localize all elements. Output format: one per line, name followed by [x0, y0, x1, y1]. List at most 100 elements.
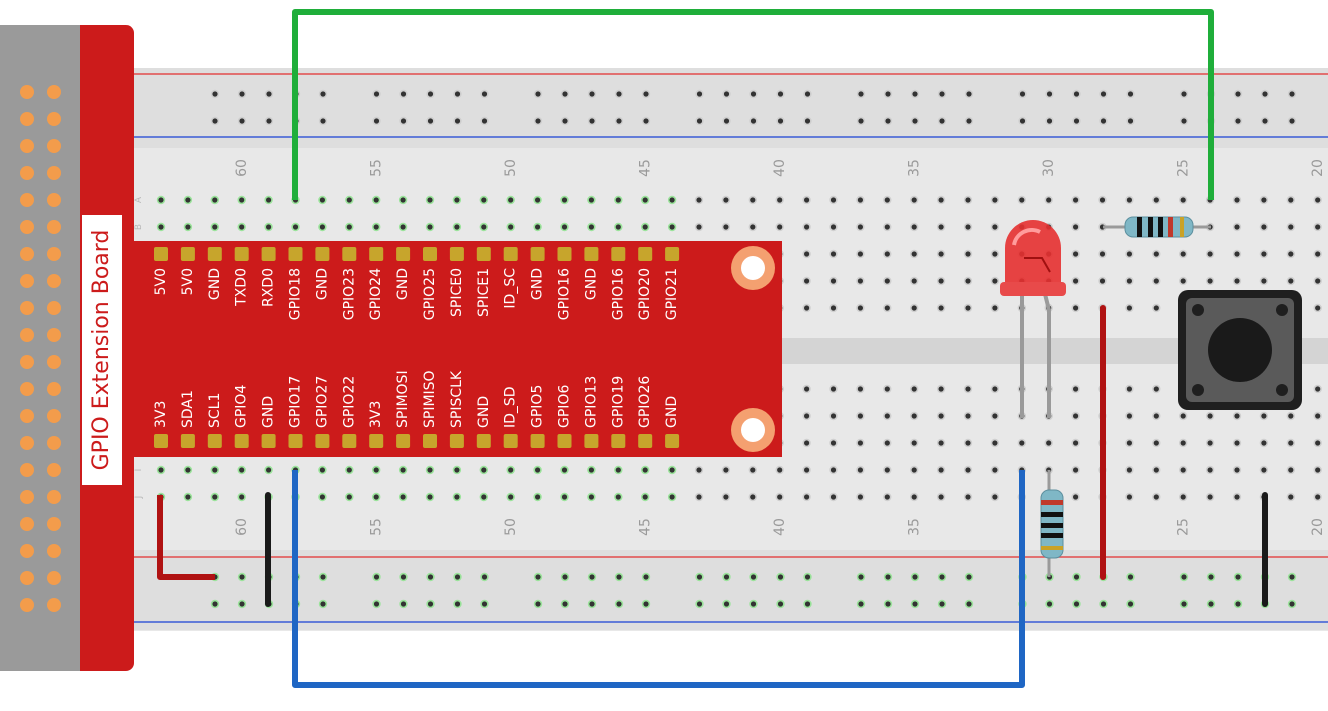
breadboard-hole-center: [696, 197, 702, 203]
header-pin: [47, 409, 61, 423]
breadboard-hole-center: [1073, 440, 1079, 446]
breadboard-hole-center: [911, 386, 917, 392]
breadboard-hole-center: [777, 494, 783, 500]
breadboard-hole-center: [857, 467, 864, 473]
header-pin: [47, 166, 61, 180]
top-power-rail: [130, 68, 1328, 148]
rail-hole-center: [1046, 601, 1053, 607]
breadboard-hole-center: [1288, 251, 1294, 257]
breadboard-hole-center: [911, 197, 917, 203]
breadboard-hole-center: [884, 413, 890, 419]
breadboard-hole-center: [1126, 467, 1132, 473]
breadboard-hole-center: [319, 467, 325, 473]
header-pin: [47, 463, 61, 477]
column-number: 30: [1041, 159, 1057, 177]
breadboard-hole-center: [158, 197, 164, 203]
breadboard-hole-center: [857, 251, 864, 257]
breadboard-hole-center: [1315, 305, 1321, 311]
breadboard-hole-center: [212, 467, 218, 473]
header-pin: [47, 355, 61, 369]
rail-hole-center: [1235, 601, 1241, 607]
breadboard-hole-center: [992, 467, 998, 473]
pin-label-bottom: GPIO19: [610, 376, 626, 428]
breadboard-hole-center: [830, 278, 837, 284]
breadboard-hole-center: [777, 197, 783, 203]
pin-label-top: GND: [583, 268, 599, 300]
breadboard-hole-center: [535, 494, 541, 500]
breadboard-hole-center: [1073, 305, 1079, 311]
header-pin: [20, 301, 34, 315]
breadboard-hole-center: [561, 467, 568, 473]
pin-label-top: TXD0: [234, 268, 250, 307]
rail-hole-center: [1235, 91, 1241, 97]
pin-pad: [234, 434, 249, 448]
breadboard-hole-center: [535, 224, 541, 230]
rail-hole-center: [939, 118, 945, 124]
rail-hole-center: [481, 118, 488, 124]
green-wire-gpio18: [292, 9, 1214, 200]
breadboard-hole-center: [938, 494, 944, 500]
rail-hole-center: [1073, 91, 1080, 97]
breadboard-hole-center: [830, 305, 837, 311]
breadboard-hole-center: [669, 467, 675, 473]
pin-pad: [476, 434, 491, 448]
column-number: 25: [1176, 159, 1192, 177]
breadboard-hole-center: [1099, 197, 1106, 203]
pin-label-bottom: GPIO26: [637, 376, 653, 428]
column-number: 40: [772, 518, 788, 536]
header-pin: [20, 355, 34, 369]
pin-label-top: GPIO25: [422, 268, 438, 320]
breadboard-hole-center: [696, 224, 702, 230]
rail-hole-center: [804, 601, 811, 607]
rail-hole-center: [481, 574, 488, 580]
rail-hole-center: [912, 118, 918, 124]
rail-hole-center: [723, 118, 730, 124]
header-pin: [47, 193, 61, 207]
rail-hole-center: [454, 91, 461, 97]
column-number: 50: [503, 159, 519, 177]
breadboard-hole-center: [481, 224, 487, 230]
header-pin: [20, 463, 34, 477]
rail-hole-center: [212, 118, 218, 124]
breadboard-hole-center: [911, 278, 917, 284]
header-pin: [47, 139, 61, 153]
rail-hole-center: [858, 574, 864, 580]
rail-hole-center: [1127, 601, 1134, 607]
breadboard-hole-center: [1315, 413, 1321, 419]
breadboard-hole-center: [1207, 440, 1213, 446]
breadboard-hole-center: [158, 467, 164, 473]
rail-hole-center: [939, 574, 945, 580]
breadboard-hole-center: [1207, 278, 1213, 284]
header-pin: [47, 571, 61, 585]
breadboard-hole-center: [1234, 197, 1240, 203]
column-number-labels: 606055555050454540403535303025252020: [234, 159, 1326, 536]
breadboard-hole-center: [750, 224, 756, 230]
breadboard-hole-center: [1153, 494, 1159, 500]
header-pin: [20, 85, 34, 99]
breadboard-hole-center: [884, 494, 890, 500]
breadboard-hole-center: [1234, 440, 1240, 446]
breadboard-hole-center: [642, 197, 648, 203]
pin-label-top: GPIO20: [637, 268, 653, 320]
breadboard-hole-center: [992, 251, 998, 257]
header-pin: [47, 598, 61, 612]
rail-hole-center: [966, 601, 972, 607]
rail-hole-center: [643, 574, 649, 580]
breadboard-hole-center: [319, 494, 325, 500]
breadboard-hole-center: [669, 224, 675, 230]
breadboard-hole-center: [1126, 413, 1132, 419]
breadboard-hole-center: [1073, 197, 1079, 203]
pin-pad: [315, 247, 330, 261]
breadboard-hole-center: [427, 224, 433, 230]
pin-pad: [449, 434, 464, 448]
breadboard-hole-center: [1019, 440, 1025, 446]
breadboard-hole-center: [642, 494, 648, 500]
breadboard-hole-center: [1207, 413, 1213, 419]
breadboard-hole-center: [1315, 224, 1321, 230]
header-pin: [47, 301, 61, 315]
row-letter: J: [134, 496, 144, 500]
pin-label-top: GPIO16: [557, 268, 573, 320]
breadboard-hole-center: [804, 494, 810, 500]
